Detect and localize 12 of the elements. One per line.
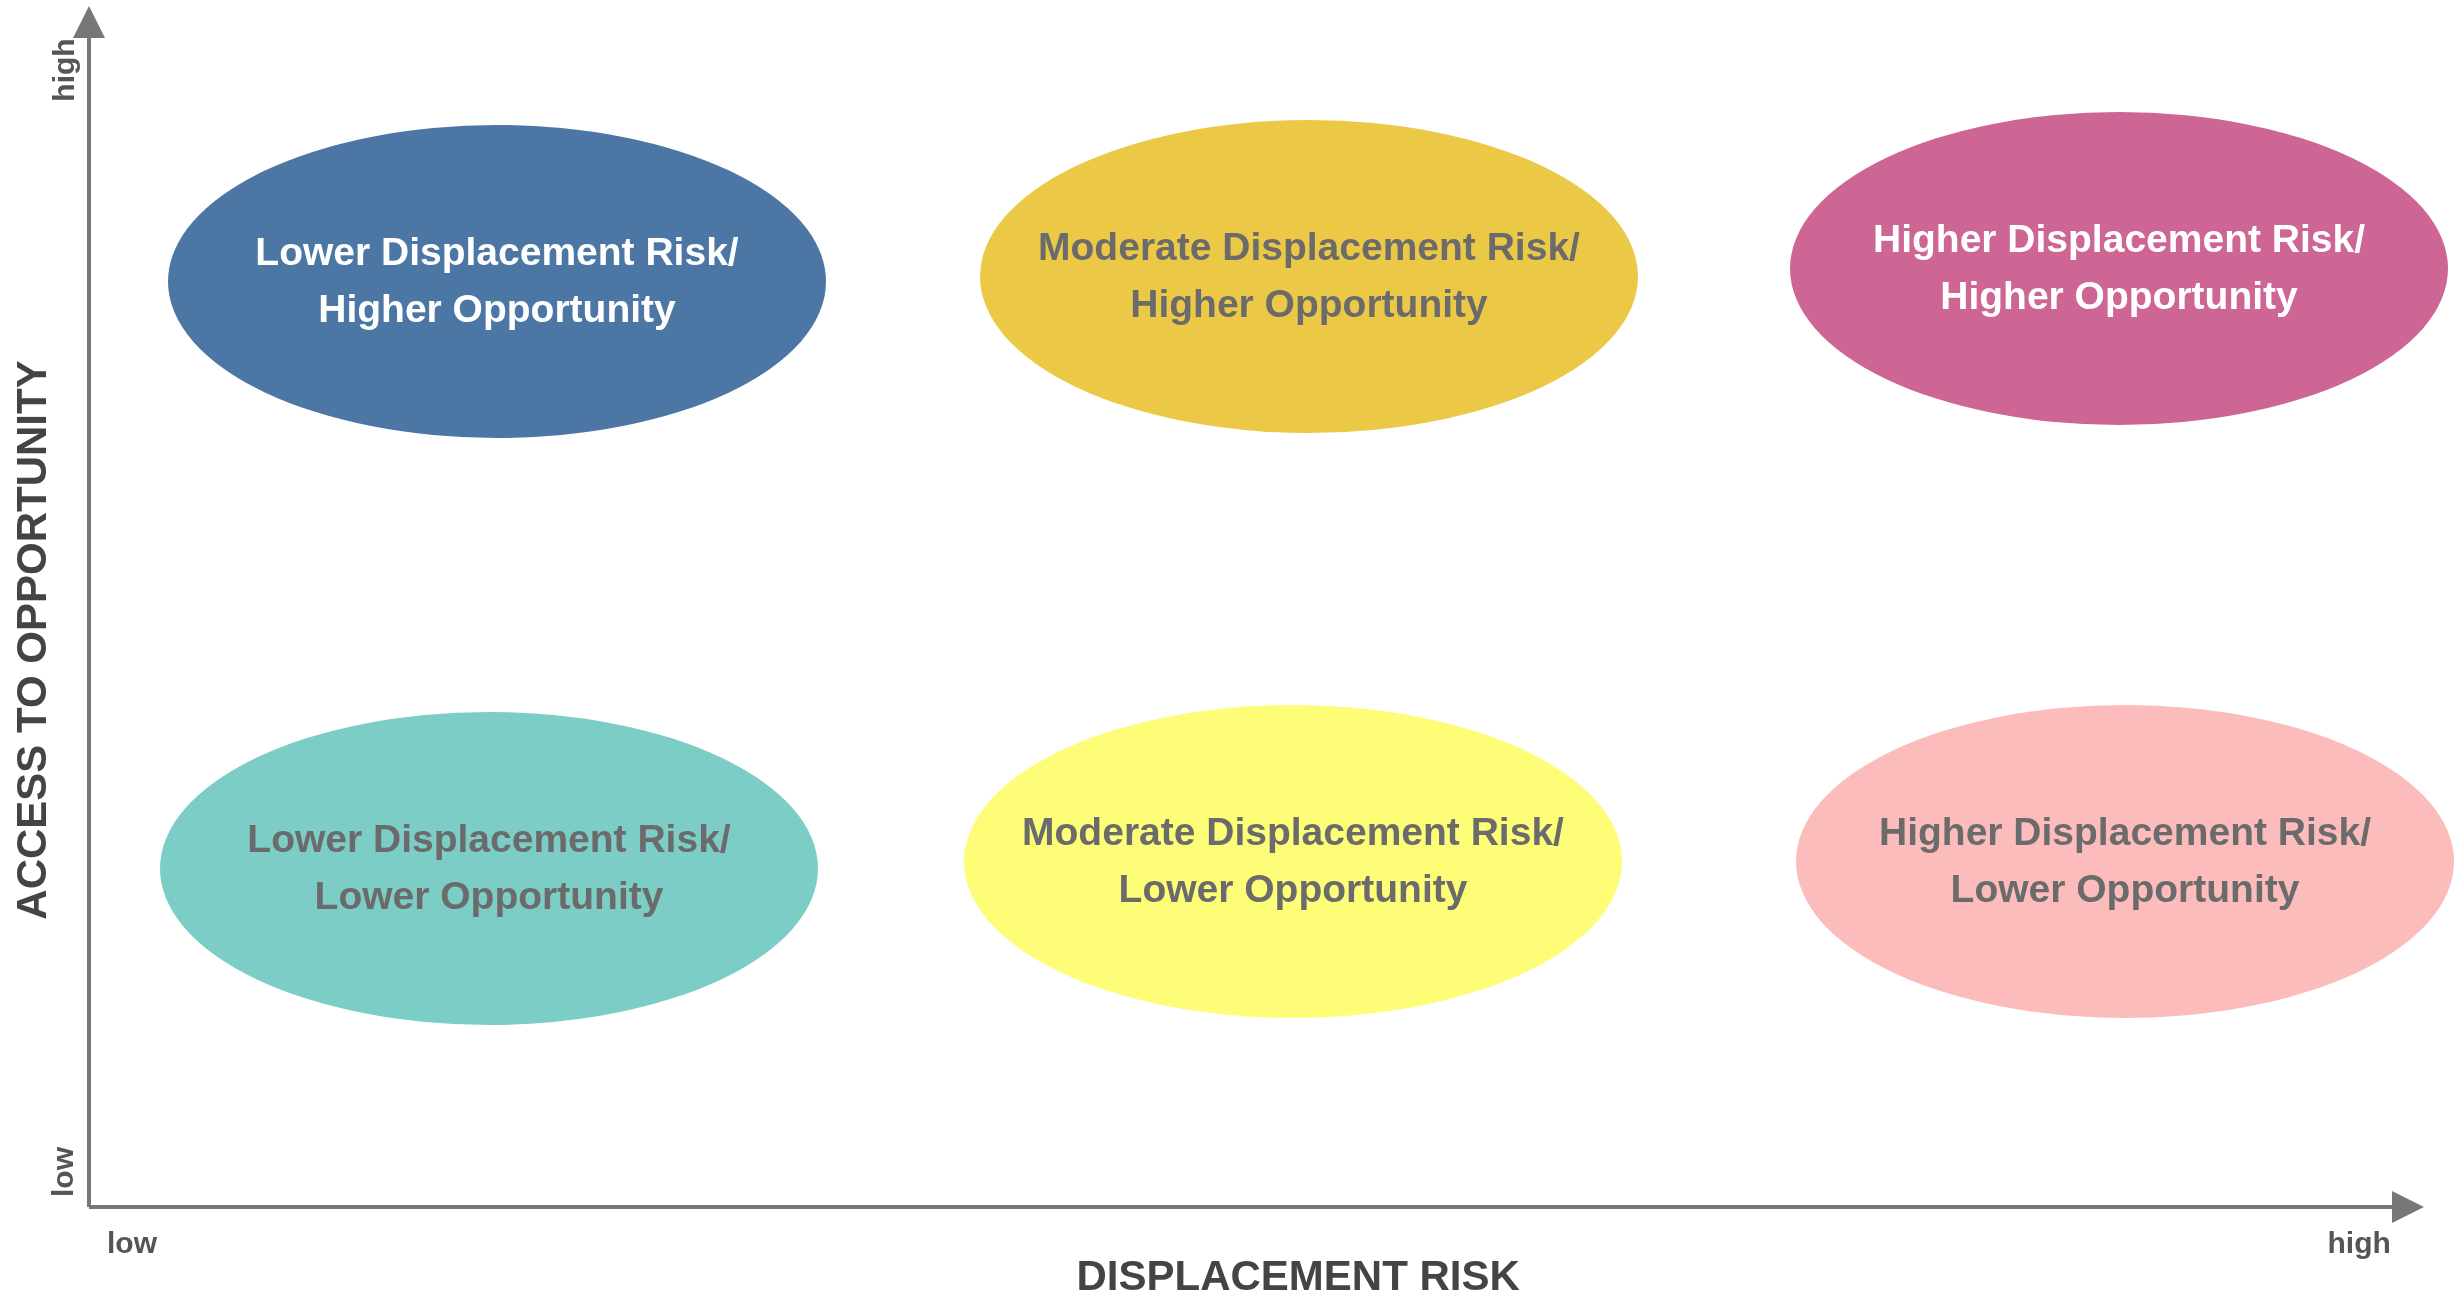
category-label: Moderate Displacement Risk/ Lower Opportunity [1021,809,1565,912]
axis-title: ACCESS TO OPPORTUNITY [7,360,56,920]
category-label: Moderate Displacement Risk/ Higher Opportunity [1037,224,1581,327]
category-label: Lower Displacement Risk/ Higher Opportunity [254,229,740,332]
axis-tick-label: low [107,1226,157,1260]
axis-tick-label: high [46,38,81,102]
category-label: Lower Displacement Risk/ Lower Opportunity [246,816,732,919]
category-label: Higher Displacement Risk/ Lower Opportunity [1878,809,2372,912]
axis-tick-label: low [46,1147,80,1197]
category-label: Higher Displacement Risk/ Higher Opportunity [1872,216,2366,319]
axis-title: DISPLACEMENT RISK [1076,1252,1520,1300]
axis-tick-label: high [2327,1226,2391,1260]
